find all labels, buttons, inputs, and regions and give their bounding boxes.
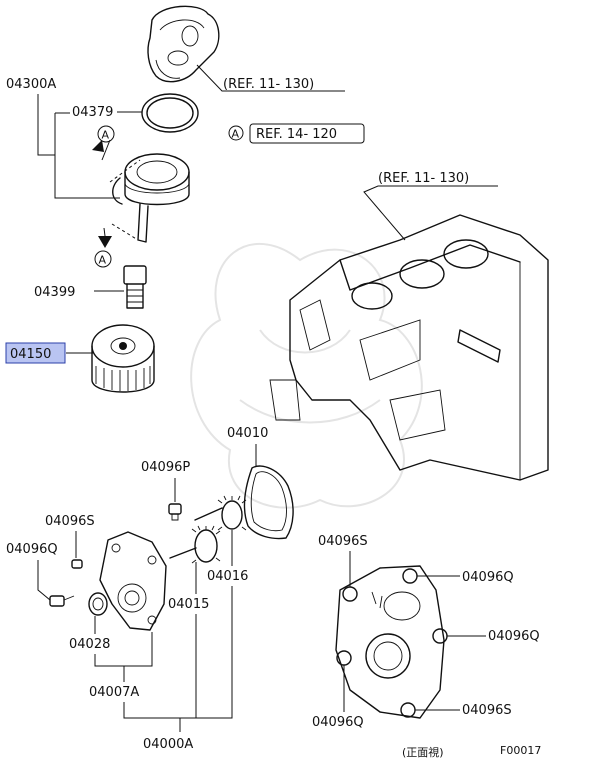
- label-04015[interactable]: 04015: [168, 597, 209, 612]
- label-04150[interactable]: 04150: [10, 347, 51, 362]
- engine-block[interactable]: [269, 214, 549, 481]
- ref-a-label[interactable]: REF. 14- 120: [256, 127, 337, 142]
- marker-a-lower: A: [94, 250, 112, 268]
- label-04028[interactable]: 04028: [69, 637, 110, 652]
- label-04096s-right-top[interactable]: 04096S: [318, 534, 368, 549]
- marker-a-ref: A: [232, 128, 240, 141]
- label-04399[interactable]: 04399: [34, 285, 75, 300]
- label-04007a[interactable]: 04007A: [89, 685, 139, 700]
- o-ring-04379[interactable]: [141, 93, 199, 133]
- label-04096s-right-bottom[interactable]: 04096S: [462, 703, 512, 718]
- marker-a-upper: A: [97, 125, 115, 143]
- view-note: (正面視): [402, 745, 444, 759]
- bolt-04096s-left[interactable]: [71, 559, 83, 569]
- highlight-04150: [5, 342, 66, 364]
- label-04010[interactable]: 04010: [227, 426, 268, 441]
- label-04096q-right-3[interactable]: 04096Q: [312, 715, 364, 730]
- label-04016[interactable]: 04016: [207, 569, 248, 584]
- pump-front-view[interactable]: [335, 565, 448, 719]
- label-04096s-left[interactable]: 04096S: [45, 514, 95, 529]
- oil-pump-housing[interactable]: [99, 531, 167, 631]
- label-04300a[interactable]: 04300A: [6, 77, 56, 92]
- svg-text:A: A: [102, 129, 110, 142]
- bolt-04096p[interactable]: [168, 503, 182, 521]
- gasket-04010[interactable]: [243, 465, 294, 540]
- label-04096q-right-1[interactable]: 04096Q: [462, 570, 514, 585]
- figure-code: F00017: [500, 744, 541, 757]
- oil-cooler-04300a[interactable]: [112, 153, 190, 243]
- gear-04015[interactable]: [169, 525, 221, 564]
- label-04096q-left[interactable]: 04096Q: [6, 542, 58, 557]
- label-04379[interactable]: 04379: [72, 105, 113, 120]
- label-04000a[interactable]: 04000A: [143, 737, 193, 752]
- oil-filter-04150[interactable]: [91, 324, 155, 393]
- bolt-04096q-left[interactable]: [49, 595, 75, 607]
- watermark: [190, 242, 423, 509]
- svg-text:A: A: [99, 254, 107, 267]
- seal-04028[interactable]: [88, 592, 108, 616]
- ref-a-marker: A: [228, 125, 244, 141]
- ref-top-label: (REF. 11- 130): [223, 77, 314, 92]
- label-04096p[interactable]: 04096P: [141, 460, 190, 475]
- upper-bracket-part[interactable]: [147, 5, 220, 83]
- label-04096q-right-2[interactable]: 04096Q: [488, 629, 540, 644]
- bolt-04399[interactable]: [123, 265, 147, 309]
- ref-engine-label[interactable]: (REF. 11- 130): [378, 171, 469, 186]
- gear-04016[interactable]: [194, 495, 247, 531]
